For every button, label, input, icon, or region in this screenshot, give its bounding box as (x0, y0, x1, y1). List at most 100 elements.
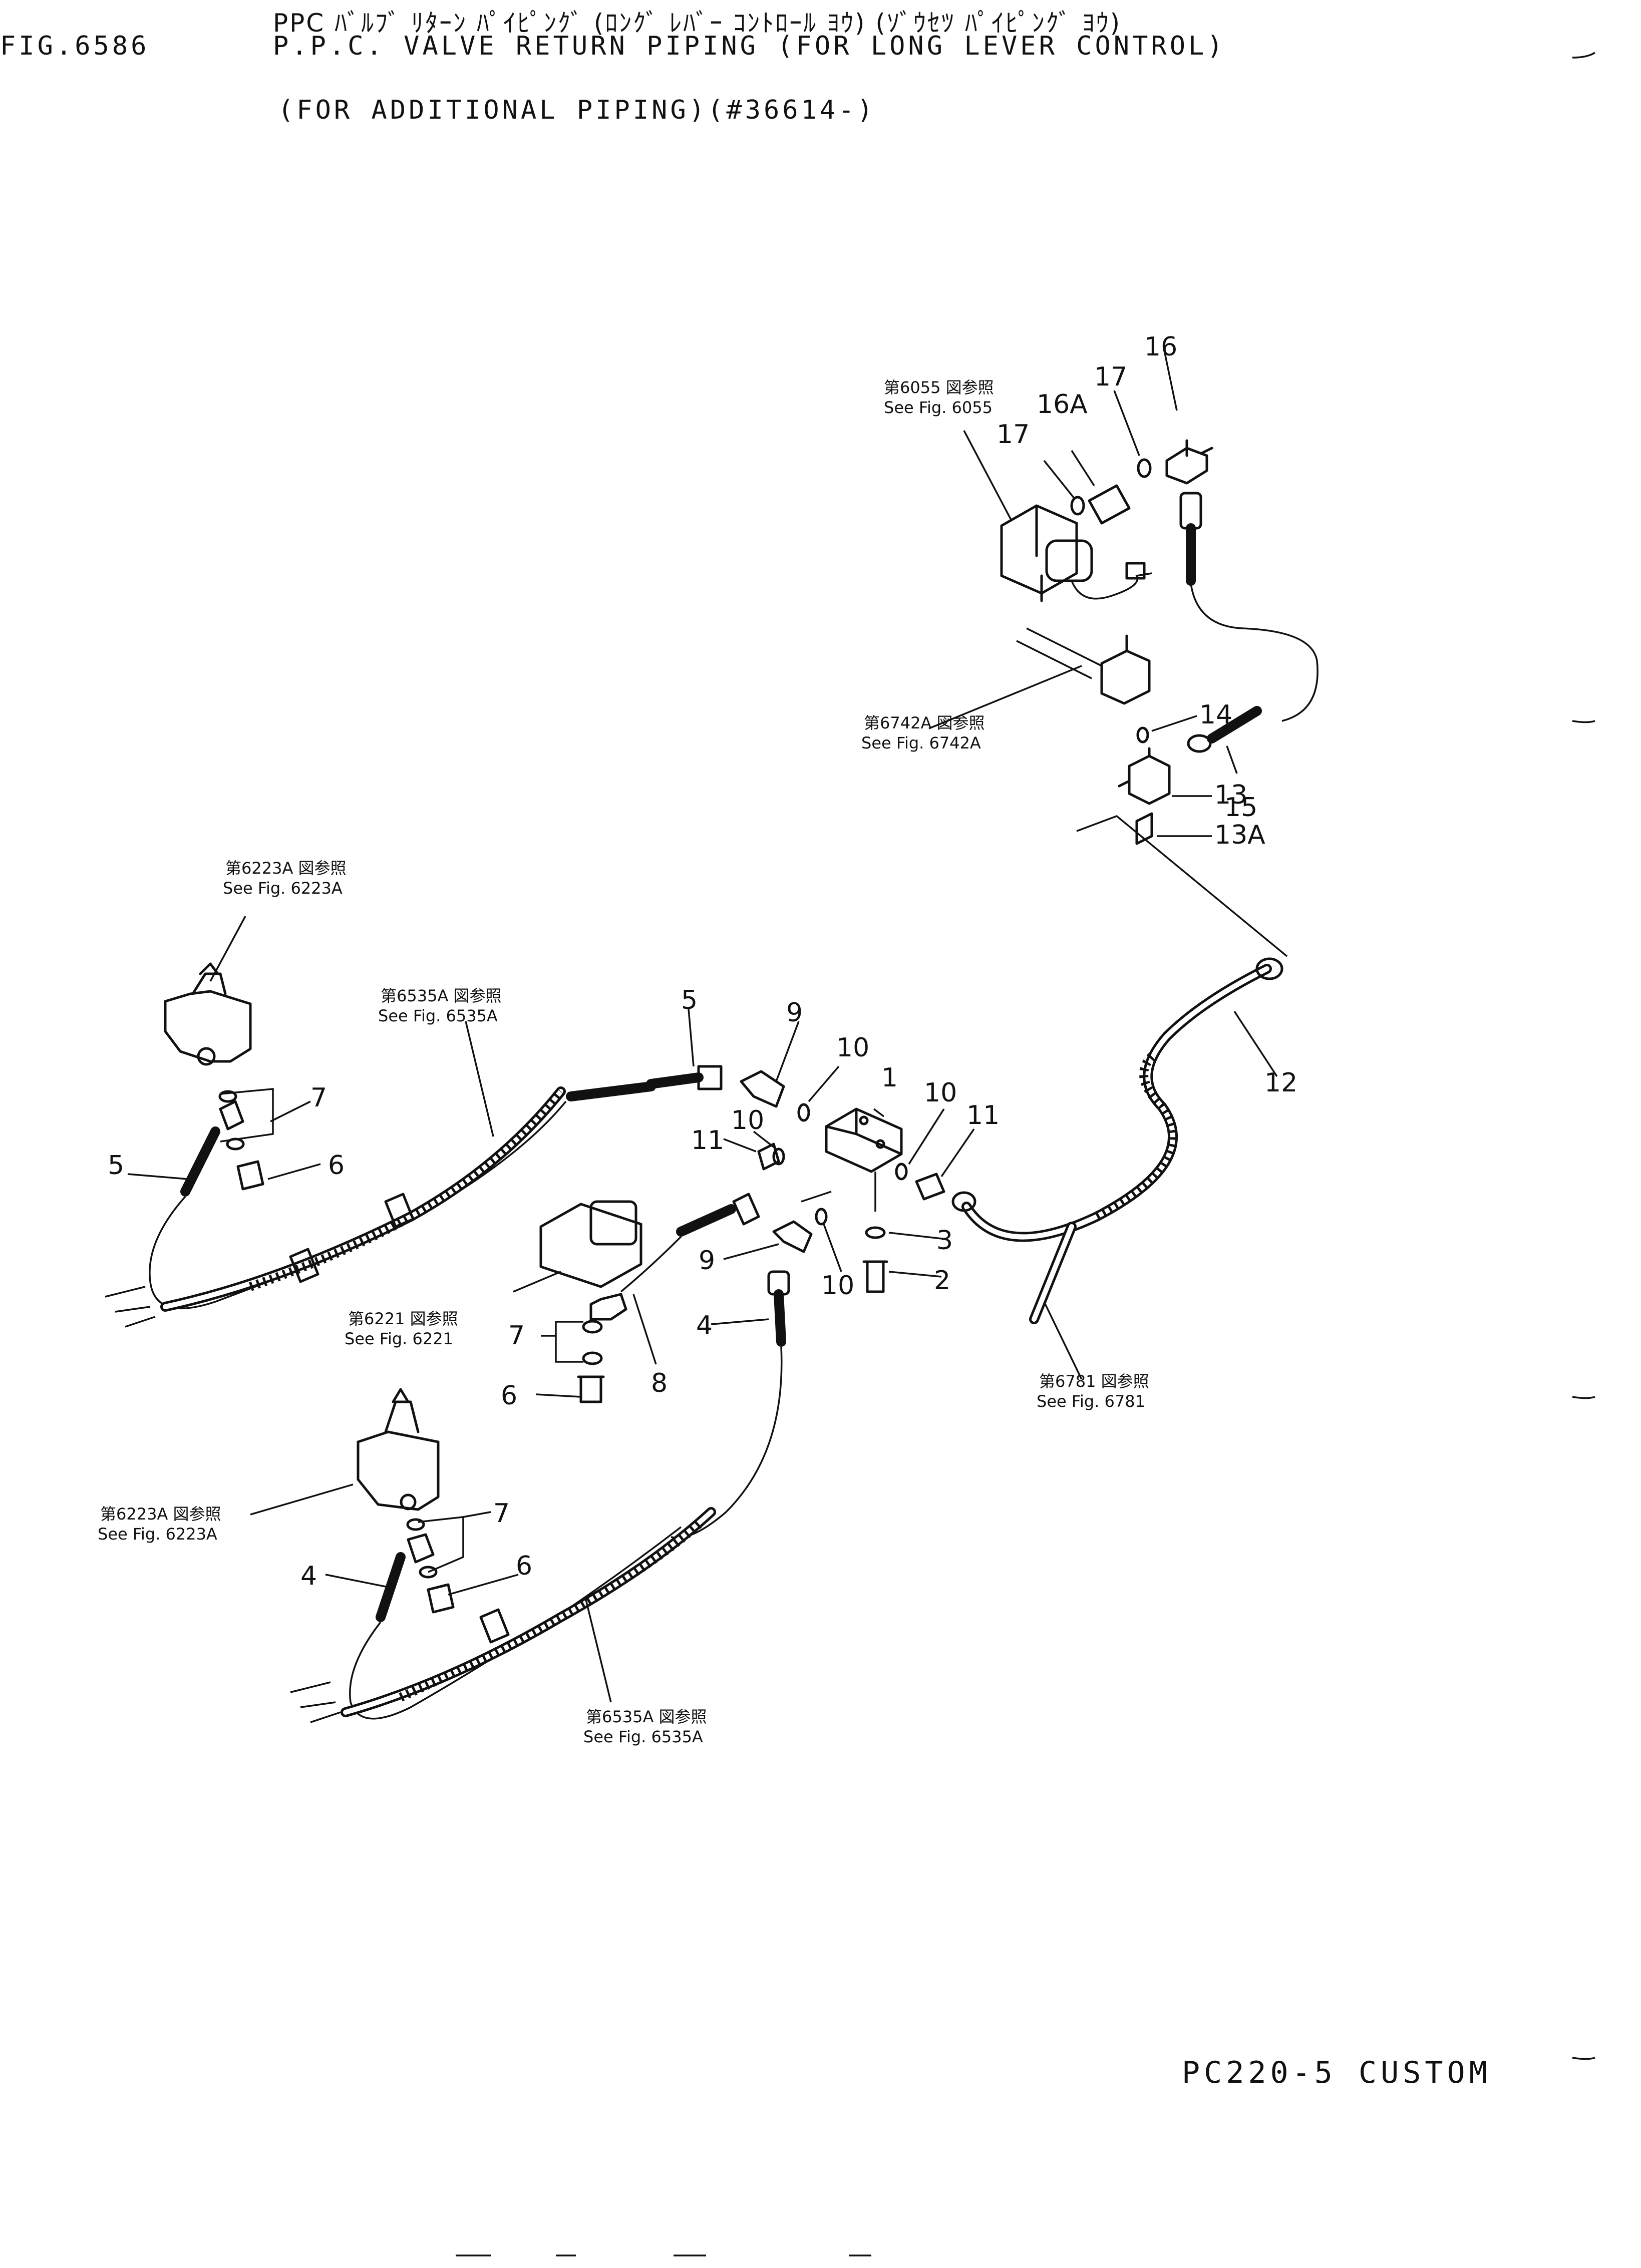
callout-6-upper: 6 (328, 1151, 345, 1181)
callout-7-lower: 7 (493, 1498, 510, 1529)
valve-lower-port (400, 1493, 417, 1510)
elbow-16 (1165, 439, 1213, 485)
valve-6742a (1100, 634, 1151, 705)
hose-6781-inner (1032, 1224, 1074, 1322)
hose-8 (676, 1204, 736, 1237)
pipe-12-route (1076, 815, 1288, 957)
hose-12-inner (964, 966, 1269, 1240)
callout-7-center: 7 (508, 1321, 525, 1351)
callout-10-d: 10 (821, 1271, 854, 1301)
harness-ends-lower (290, 1681, 341, 1723)
o-ring-10-b (772, 1148, 785, 1166)
figure-references: 第6055 図参照 See Fig. 6055 第6742A 図参照 See F… (98, 378, 1149, 1746)
page-edge-marks (456, 52, 1595, 2256)
harness-ends-upper (105, 1286, 156, 1328)
callout-9-lower: 9 (699, 1246, 715, 1276)
adapter-16a (1088, 484, 1131, 525)
elbow-9-lower (772, 1220, 813, 1253)
callout-1: 1 (881, 1063, 898, 1093)
hose-15-end (1207, 706, 1262, 743)
callout-6-lower: 6 (516, 1551, 532, 1581)
ppc-valve-solenoid (1045, 539, 1093, 582)
hose-4-left-upper (376, 1552, 406, 1622)
elbow-9-upper (740, 1070, 785, 1108)
ref-6223a-bot-en: See Fig. 6223A (98, 1525, 217, 1544)
ref-6535a-top-en: See Fig. 6535A (378, 1006, 498, 1025)
line-10-9 (801, 1191, 832, 1203)
callout-3: 3 (936, 1226, 953, 1256)
callout-13a: 13A (1214, 820, 1265, 850)
callout-7-upper: 7 (310, 1083, 327, 1113)
harness-6535a-lower-inner (343, 1509, 714, 1715)
tee-13 (1118, 747, 1171, 805)
o-ring-7-c2 (582, 1351, 603, 1365)
ref-6223a-top-jp: 第6223A 図参照 (225, 859, 347, 878)
bolt-2 (862, 1260, 888, 1293)
ppc-valve-block (1000, 504, 1078, 602)
callout-numbers: 16 17 16A 17 14 13 15 13A 5 9 10 1 10 10… (108, 332, 1297, 1591)
callout-11-right: 11 (966, 1100, 1000, 1130)
o-ring-17-lower (1070, 496, 1085, 516)
ref-6055-en: See Fig. 6055 (884, 398, 993, 417)
hose-4-upper (774, 1289, 786, 1347)
eye-joint-a (219, 1100, 244, 1130)
callout-17-upper: 17 (1094, 362, 1127, 392)
callout-11-left: 11 (691, 1125, 724, 1156)
o-ring-7-b2 (419, 1566, 438, 1579)
hose-8-fitting (732, 1193, 760, 1226)
eye-joint-b (407, 1533, 435, 1564)
callout-8: 8 (651, 1368, 668, 1398)
callout-13: 13 (1214, 780, 1247, 810)
lever-valve-lower (357, 1430, 440, 1511)
english-title: P.P.C. VALVE RETURN PIPING (FOR LONG LEV… (273, 31, 1226, 61)
ref-6221-jp: 第6221 図参照 (348, 1309, 458, 1328)
hose-5-end (646, 1072, 704, 1089)
ref-6535a-top-jp: 第6535A 図参照 (381, 986, 502, 1005)
block-1 (825, 1107, 903, 1173)
model-footer: PC220-5 CUSTOM (1182, 2055, 1491, 2090)
o-ring-14 (1136, 726, 1149, 743)
callout-4-center: 4 (696, 1311, 713, 1341)
diagram-drawing (105, 439, 1319, 1723)
callout-9-upper: 9 (786, 998, 803, 1028)
callout-16a: 16A (1037, 390, 1088, 420)
harness-clamps-upper (289, 1193, 415, 1283)
callout-16: 16 (1144, 332, 1177, 362)
hose-15-nut (1187, 734, 1212, 753)
ref-6781-en: See Fig. 6781 (1037, 1392, 1145, 1411)
ref-6535a-bot-jp: 第6535A 図参照 (586, 1707, 707, 1726)
hose-5-top (566, 1081, 656, 1101)
washer-3 (865, 1226, 886, 1239)
callout-10-a: 10 (836, 1033, 869, 1063)
hose-12-nut (1255, 957, 1283, 980)
bolt-6-lower (427, 1583, 455, 1614)
o-ring-7-a1 (218, 1090, 237, 1103)
bolt-6-upper (236, 1160, 264, 1191)
o-ring-10-a (797, 1103, 810, 1122)
connector-plug (1125, 562, 1146, 580)
callout-6-center: 6 (501, 1381, 517, 1411)
harness-upper-wrap (249, 1088, 565, 1291)
eye-joint-8 (589, 1293, 627, 1321)
callout-14: 14 (1199, 700, 1232, 730)
ref-6223a-bot-jp: 第6223A 図参照 (100, 1504, 221, 1524)
ref-6535a-bot-en: See Fig. 6535A (583, 1727, 703, 1746)
o-ring-17-upper (1137, 458, 1152, 478)
block-1-port-b (875, 1139, 885, 1149)
hose-5-upper (180, 1126, 220, 1197)
valve-6221 (539, 1203, 642, 1288)
callout-12: 12 (1264, 1068, 1297, 1098)
adapter-11-left (757, 1143, 780, 1171)
valve-upper-port (197, 1047, 216, 1066)
callout-2: 2 (934, 1266, 950, 1296)
lever-boot-upper (191, 962, 227, 995)
ref-6223a-top-en: See Fig. 6223A (223, 879, 343, 898)
ref-6781-jp: 第6781 図参照 (1039, 1372, 1149, 1391)
callout-10-c: 10 (924, 1078, 957, 1108)
lever-boot-lower (384, 1388, 420, 1433)
english-subtitle: (FOR ADDITIONAL PIPING)(#36614-) (278, 95, 876, 125)
bolt-6-center (577, 1375, 605, 1403)
ref-6742a-en: See Fig. 6742A (861, 733, 981, 752)
callout-10-b: 10 (731, 1105, 764, 1136)
